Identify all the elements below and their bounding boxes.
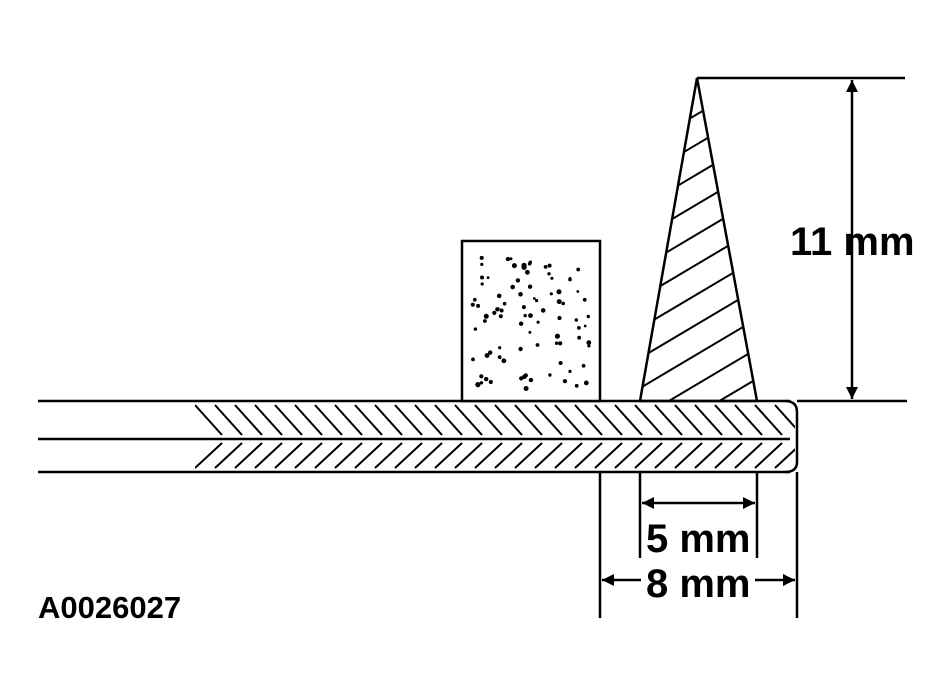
outer-width-dimension bbox=[598, 472, 799, 618]
panel-outline bbox=[38, 399, 907, 474]
inner-width-dimension bbox=[638, 472, 759, 558]
figure-code: A0026027 bbox=[38, 590, 181, 625]
sealer-bead bbox=[638, 77, 759, 403]
panel-layers bbox=[38, 399, 907, 474]
height-dimension bbox=[697, 76, 905, 399]
inner-width-dimension-label: 5 mm bbox=[646, 517, 751, 561]
lower-panel-hatching bbox=[195, 442, 795, 469]
foam-sealer-block bbox=[460, 239, 602, 403]
foam-texture bbox=[470, 255, 592, 391]
outer-width-dimension-label: 8 mm bbox=[646, 562, 751, 606]
upper-panel-hatching bbox=[195, 404, 795, 436]
height-dimension-label: 11 mm bbox=[790, 220, 915, 264]
